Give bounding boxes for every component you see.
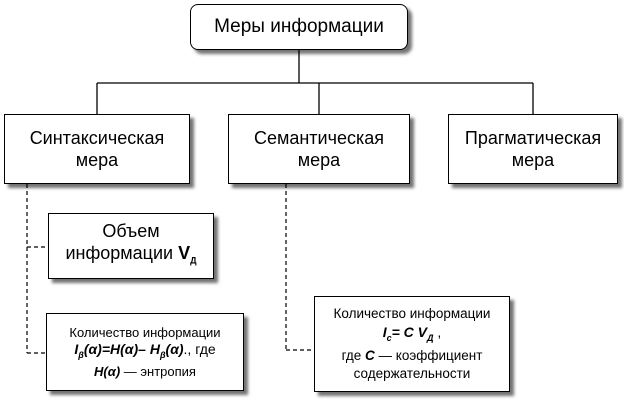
where-prefix: где — [341, 347, 366, 363]
semantic-quantity-box: Количество информации Ic= C VД , где C —… — [314, 296, 510, 392]
semantic-line1: Семантическая — [253, 128, 385, 148]
where-text: — коэффициент — [374, 347, 483, 363]
info-quantity-formula: Iβ(α)=H(α)– Hβ(α)., где — [74, 341, 215, 364]
formula-minus: – — [138, 340, 150, 357]
syntactic-line2: мера — [75, 150, 119, 170]
semantic-line2: мера — [297, 150, 341, 170]
info-quantity-title: Количество информации — [69, 324, 221, 340]
formula-I-sub: β — [78, 349, 84, 360]
formula-H: H(α) — [110, 340, 139, 357]
semantic-quantity-formula: Ic= C VД , — [383, 323, 442, 347]
syntactic-line1: Синтаксическая — [29, 128, 165, 148]
semantic-quantity-line4: содержательности — [353, 365, 471, 381]
information-quantity-box: Количество информации Iβ(α)=H(α)– Hβ(α).… — [46, 313, 244, 391]
pragmatic-line2: мера — [511, 150, 555, 170]
semantic-measure-box: Семантическая мера — [228, 114, 410, 184]
sem-formula-I-sub: c — [386, 332, 392, 343]
pragmatic-measure-box: Прагматическая мера — [448, 114, 618, 184]
volume-line2-text: информации — [65, 243, 174, 264]
entropy-symbol: H(α) — [94, 364, 121, 380]
sem-formula-V-sub: Д — [427, 332, 434, 343]
sem-formula-eq: = C V — [391, 324, 428, 341]
semantic-quantity-title: Количество информации — [333, 306, 491, 322]
sem-formula-tail: , — [433, 324, 442, 341]
sem-formula-I: I — [382, 324, 387, 341]
formula-I: I — [74, 340, 79, 357]
formula-H2: H — [149, 340, 160, 357]
info-quantity-entropy: H(α) — энтропия — [94, 363, 196, 380]
semantic-quantity-where: где C — коэффициент — [342, 347, 483, 365]
formula-H2-arg: (α) — [165, 340, 184, 357]
volume-line2: информации VД — [65, 242, 196, 272]
formula-arg: (α)= — [83, 340, 110, 357]
where-C: C — [365, 347, 375, 363]
formula-tail: ., где — [183, 340, 216, 357]
root-box: Меры информации — [190, 4, 408, 50]
formula-H2-sub: β — [159, 349, 166, 360]
information-volume-box: Объем информации VД — [48, 213, 214, 279]
volume-symbol: V — [178, 243, 191, 264]
entropy-text: — энтропия — [120, 364, 196, 380]
pragmatic-line1: Прагматическая — [464, 128, 602, 148]
root-label: Меры информации — [214, 16, 384, 37]
volume-symbol-sub: Д — [190, 255, 197, 266]
syntactic-measure-box: Синтаксическая мера — [4, 114, 190, 184]
volume-line1: Объем — [102, 221, 160, 242]
